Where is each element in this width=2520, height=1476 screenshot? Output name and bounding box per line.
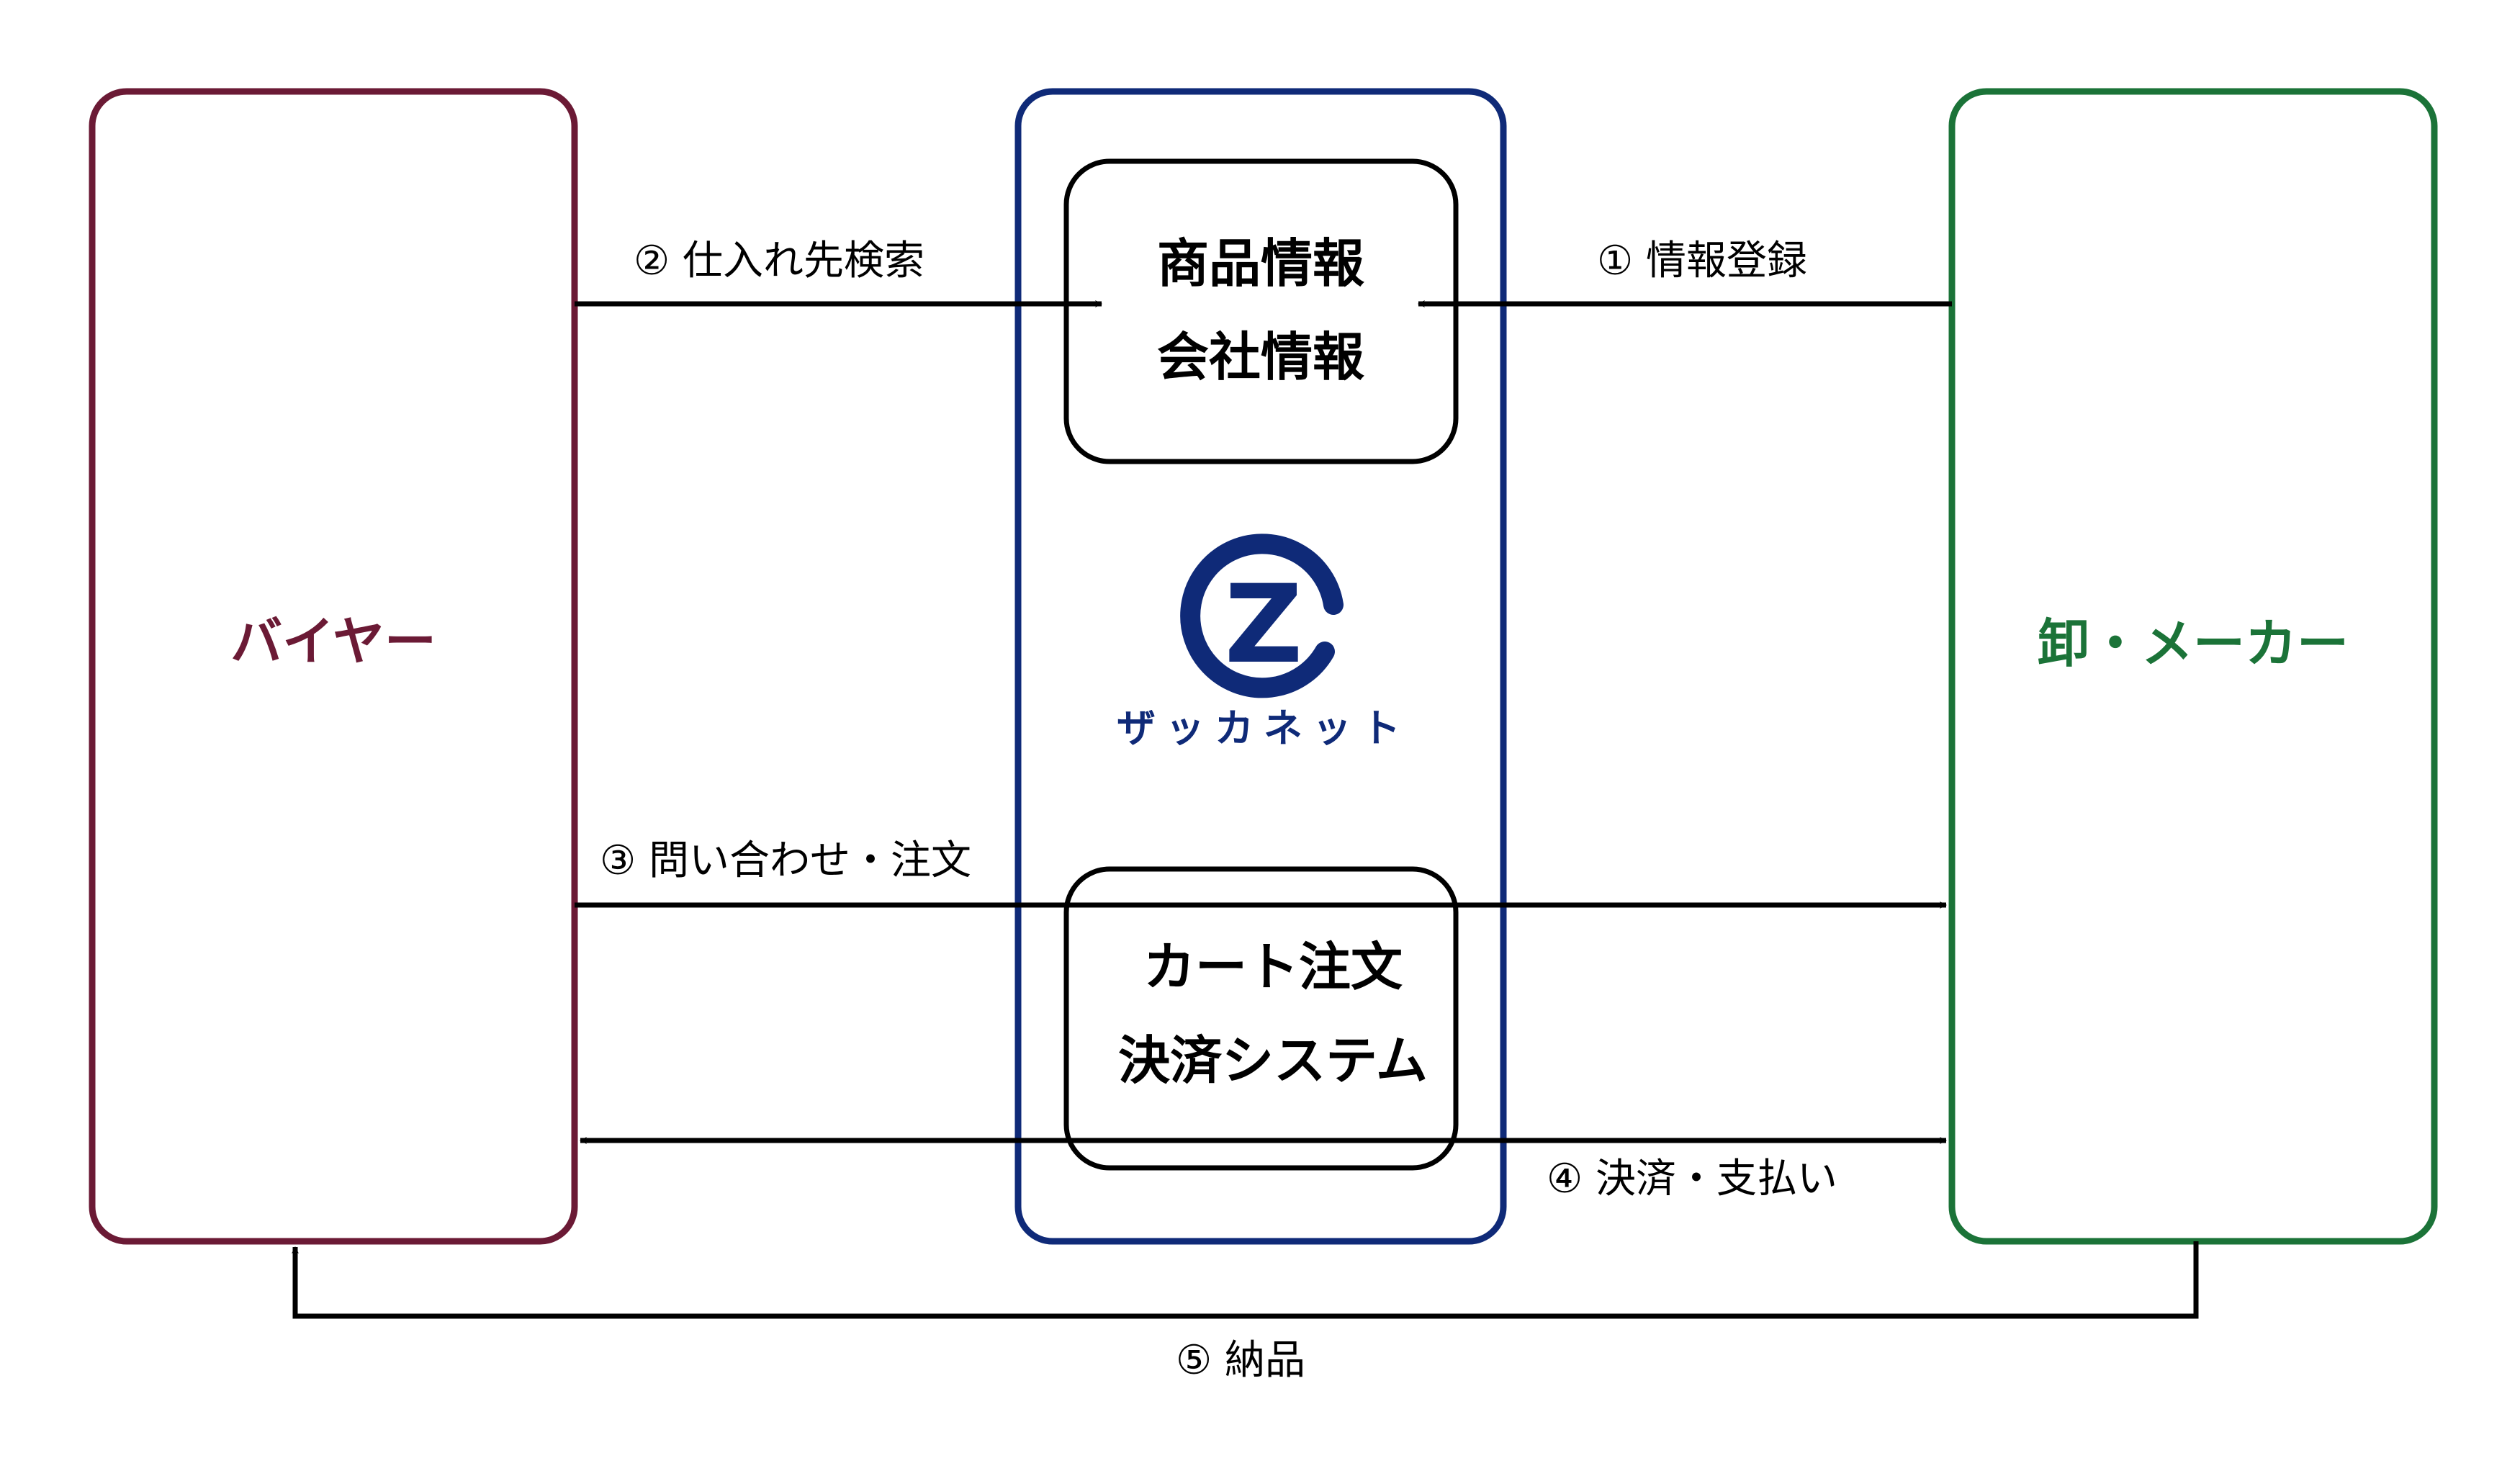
buyer-title: バイヤー xyxy=(230,611,436,672)
at-z-logo-icon xyxy=(1180,534,1344,698)
delivery-arrow xyxy=(292,1241,2199,1319)
step-2-label: ② 仕入れ先検索 xyxy=(634,238,925,284)
step-4-label: ④ 決済・支払い xyxy=(1547,1156,1838,1202)
info-inner-box xyxy=(1063,158,1459,464)
payment-system-label: 決済システム xyxy=(1118,1030,1428,1091)
maker-title: 卸・メーカー xyxy=(2037,613,2349,674)
logo-mark: Z xyxy=(1224,562,1303,688)
cart-order-label: カート注文 xyxy=(1143,937,1403,997)
step-5-label: ⑤ 納品 xyxy=(1176,1337,1306,1384)
cart-inner-box xyxy=(1063,866,1459,1171)
logo-name: ザッカネット xyxy=(1117,706,1410,751)
step-3-label: ③ 問い合わせ・注文 xyxy=(600,837,972,884)
step-1-label: ① 情報登録 xyxy=(1597,238,1808,284)
maker-box xyxy=(1948,88,2438,1245)
platform-box xyxy=(1014,88,1507,1245)
product-info-label: 商品情報 xyxy=(1156,233,1365,294)
company-info-label: 会社情報 xyxy=(1156,327,1365,387)
buyer-box xyxy=(89,88,578,1245)
